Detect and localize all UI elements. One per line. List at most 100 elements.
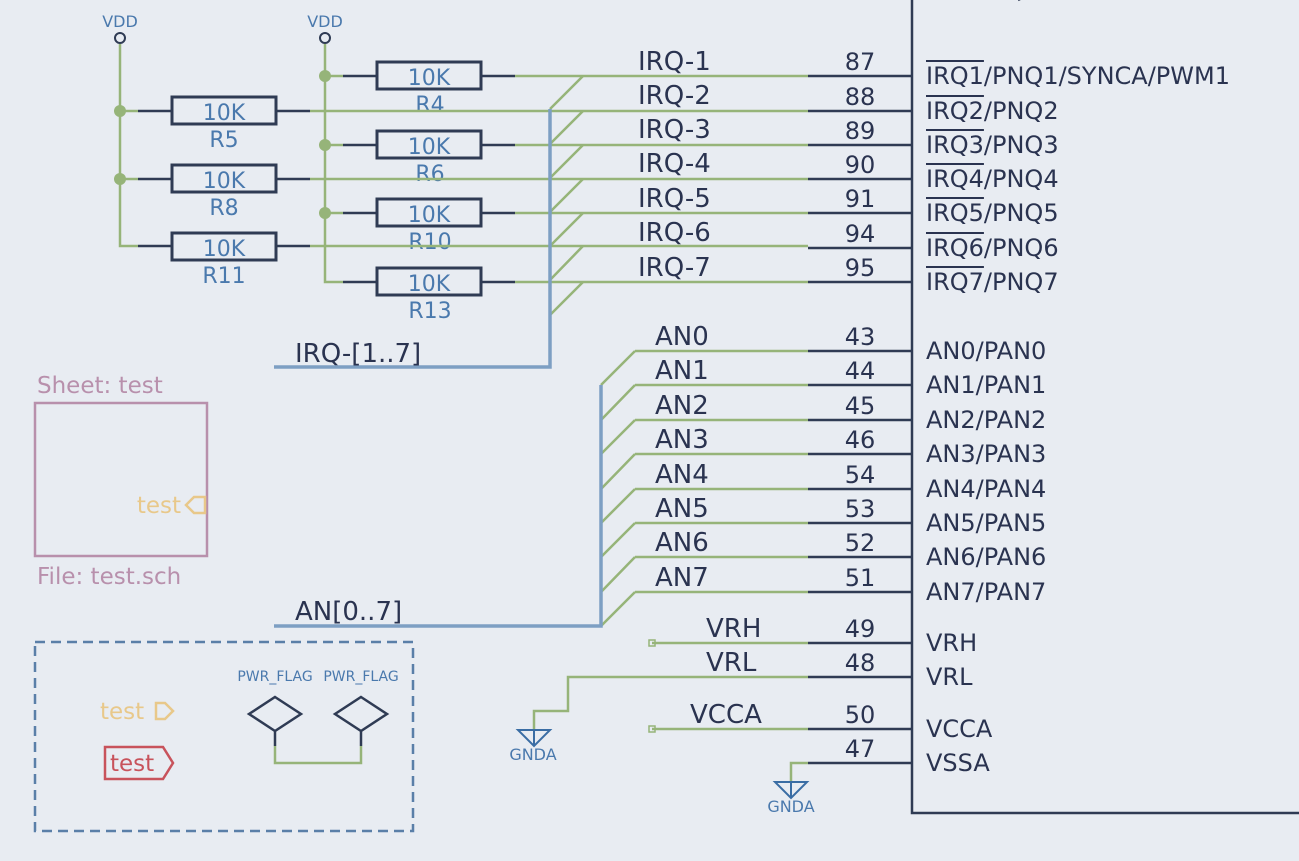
chip-pin-name: IRQ4/PNQ4 [926,165,1059,193]
resistor-value: 10K [408,135,451,160]
resistor-r4[interactable]: 10K R4 [343,60,515,118]
chip-body[interactable] [910,0,1299,815]
resistor-value: 10K [408,203,451,228]
chip-pin-name: IRQ5/PNQ5 [926,199,1059,227]
chip-pin-name: AN5/PAN5 [926,509,1046,537]
resistor-ref: R10 [408,230,451,255]
sheet-file: File: test.sch [37,564,181,590]
chip-pin-name: VRH [926,629,977,657]
chip-pin-name: AN7/PAN7 [926,578,1046,606]
chip-pin-number: 51 [845,564,876,592]
vrh-noconnect-marker [648,639,656,647]
an-net-labels: AN0 AN1 AN2 AN3 AN4 AN5 AN6 AN7 [655,322,709,593]
net-label-irq1: IRQ-1 [638,47,711,77]
global-label-test[interactable]: test [103,745,175,781]
pwr-flag-wire [273,746,363,765]
chip-pin-number: 45 [845,392,876,420]
pwr-flag-symbol[interactable]: PWR_FLAG [237,669,313,746]
hierarchical-label-test[interactable]: test [100,699,175,725]
resistor-r5[interactable]: 10K R5 [138,95,310,153]
vdd-label: VDD [307,12,343,31]
irq-bus[interactable] [274,109,552,369]
resistor-value: 10K [408,66,451,91]
chip-pin-number: 91 [845,185,876,213]
dashed-group-box [33,640,415,833]
chip-pin-name: IRQ1/PNQ1/SYNCA/PWM1 [926,62,1230,90]
hierarchical-sheet[interactable]: Sheet: test File: test.sch test [33,373,209,590]
resistor-value: 10K [203,101,246,126]
chip-pin-number: 50 [845,701,876,729]
chip-pin-name: IRQ2/PNQ2 [926,97,1059,125]
net-label-an6: AN6 [655,528,709,558]
net-label-an5: AN5 [655,494,709,524]
chip-pin-name: IRQ3/PNQ3 [926,131,1059,159]
resistor-r11[interactable]: 10K R11 [138,231,310,289]
resistor-r10[interactable]: 10K R10 [343,197,515,255]
an-bus[interactable] [274,385,603,628]
vrl-wire [532,675,808,730]
sheet-name: Sheet: test [37,373,163,399]
net-label-an0: AN0 [655,322,709,352]
net-label-an7: AN7 [655,563,709,593]
resistor-ref: R8 [209,196,238,221]
net-label-an2: AN2 [655,391,709,421]
chip-pin-number: 48 [845,649,876,677]
net-label-vcca: VCCA [690,700,762,730]
vssa-wire [789,761,808,782]
vdd-left-wire [118,44,138,248]
pwr-flag-symbol[interactable]: PWR_FLAG [323,669,399,746]
net-label-irq4: IRQ-4 [638,149,711,179]
chip-pin-number: 53 [845,495,876,523]
chip-pin-number: 90 [845,151,876,179]
vdd-right-wire [323,44,343,284]
vdd-left-branches [120,109,138,181]
irq-net-labels: IRQ-1 IRQ-2 IRQ-3 IRQ-4 IRQ-5 IRQ-6 IRQ-… [638,47,711,283]
junction-dots [114,70,331,219]
pwr-flag-label: PWR_FLAG [323,669,398,685]
an-bus-entries [600,350,636,627]
chip-pin-number: 89 [845,117,876,145]
gnda-symbol[interactable]: GNDA [509,729,557,764]
an-wires [635,349,808,594]
net-label-irq5: IRQ-5 [638,184,711,214]
resistor-r6[interactable]: 10K R6 [343,129,515,187]
resistor-r13[interactable]: 10K R13 [343,266,515,324]
sheet-box[interactable] [33,401,209,558]
pwr-flag-diamond [332,695,390,746]
chip-pin-number: 46 [845,426,876,454]
chip-pin-name: IRQ6/PNQ6 [926,234,1059,262]
net-label-an1: AN1 [655,356,709,386]
chip-pin-name: AN6/PAN6 [926,543,1046,571]
an-bus-label: AN[0..7] [295,597,402,627]
resistor-value: 10K [203,237,246,262]
vdd-power-symbol[interactable]: VDD [307,12,343,44]
net-label-irq2: IRQ-2 [638,81,711,111]
vdd-label: VDD [102,12,138,31]
chip-pin-name: AN3/PAN3 [926,440,1046,468]
gnda-symbol[interactable]: GNDA [767,781,815,816]
chip-pin-number: 43 [845,323,876,351]
resistor-r8[interactable]: 10K R8 [138,163,310,221]
sheet-pin-icon[interactable] [184,495,207,515]
chip-pin-name: VCCA [926,715,993,743]
resistor-ref: R11 [202,264,245,289]
irq-bus-label: IRQ-[1..7] [295,339,421,369]
chip-pin-number: 49 [845,615,876,643]
resistor-ref: R4 [415,93,444,118]
gnda-label: GNDA [509,745,556,764]
chip-pin-number: 95 [845,254,876,282]
sheet-pin-label: test [137,493,181,519]
chip-pin-name: VSSA [926,749,990,777]
chip-pin-number: 87 [845,48,876,76]
vdd-power-symbol[interactable]: VDD [102,12,138,44]
resistor-ref: R13 [408,299,451,324]
chip-pin-name: IRQ7/PNQ7 [926,268,1059,296]
chip-pin-number: 52 [845,529,876,557]
chip-pin-name: VRL [926,663,973,691]
net-label-an4: AN4 [655,460,709,490]
vdd-connector [114,32,126,44]
global-label-shape [103,745,175,781]
chip-pin-number: 94 [845,220,876,248]
